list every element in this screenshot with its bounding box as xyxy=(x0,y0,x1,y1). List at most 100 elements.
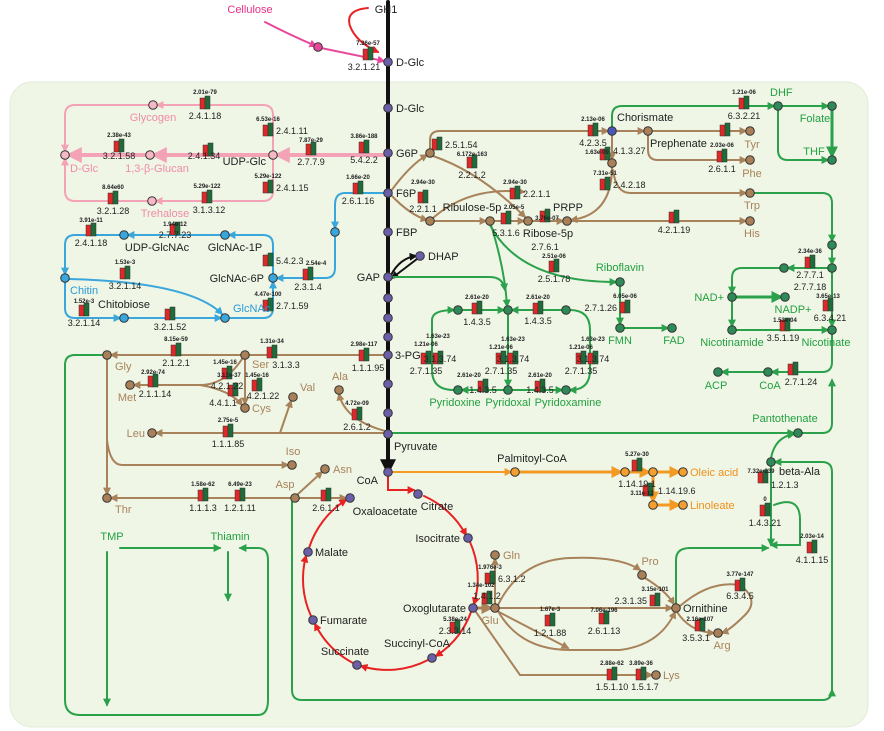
metabolite-node-marker xyxy=(125,380,135,390)
enzyme-bar-left xyxy=(544,614,551,627)
enzyme-p-value: 0 xyxy=(763,497,767,503)
enzyme-p-value: 1.21e-06 xyxy=(414,342,438,348)
enzyme-p-value: 6.172e-163 xyxy=(457,152,488,158)
enzyme-p-value: 2.92e-74 xyxy=(141,370,165,376)
metabolite-label-dglc1: D-Glc xyxy=(396,57,425,69)
enzyme-ec-number: 2.7.1.59 xyxy=(276,301,309,311)
reaction-edge xyxy=(728,267,781,295)
enzyme-bar-left xyxy=(787,363,794,376)
metabolite-label-succinate: Succinate xyxy=(321,646,369,658)
enzyme-1.4.3.21 xyxy=(759,502,771,517)
metabolite-label-pg3: 3-PG xyxy=(395,350,421,362)
enzyme-bar-right xyxy=(603,610,610,625)
metabolite-node-marker xyxy=(827,155,837,165)
reaction-edge xyxy=(314,622,354,664)
metabolite-label-ribose: Ribose-5p xyxy=(523,228,573,240)
enzyme-bar-left xyxy=(532,302,539,315)
enzyme-ec-number: 2.7.1.35 xyxy=(410,366,443,376)
reaction-edge xyxy=(106,439,290,469)
enzyme-2.7.1.24 xyxy=(787,361,799,376)
reaction-edge xyxy=(387,475,416,494)
reaction-edge xyxy=(227,231,274,275)
enzyme-p-value: 8.15e-59 xyxy=(164,337,188,343)
metabolite-label-isocitrate: Isocitrate xyxy=(415,533,460,545)
metabolite-node-marker xyxy=(468,603,478,613)
enzyme-ec-number: 6.3.2.21 xyxy=(728,111,761,121)
enzyme-p-value: 2.94e-30 xyxy=(503,180,527,186)
enzyme-ec-number: 1.14.19.6 xyxy=(658,486,696,496)
metabolite-node-marker xyxy=(352,660,362,670)
enzyme-5.4.2.2 xyxy=(358,139,370,154)
enzyme-ec-number: 6.3.1.2 xyxy=(498,574,526,584)
metabolite-node-marker xyxy=(320,464,330,474)
enzyme-p-value: 2.03e-06 xyxy=(710,143,734,149)
metabolite-label-lys: Lys xyxy=(663,670,680,682)
metabolite-node-marker xyxy=(727,292,737,302)
enzyme-bar-right xyxy=(792,361,799,376)
enzyme-2.3.3.14 xyxy=(449,619,461,634)
enzyme-bar-right xyxy=(239,487,246,502)
metabolite-node-marker xyxy=(268,273,278,283)
metabolite-label-thr: Thr xyxy=(115,504,132,516)
enzyme-bar-right xyxy=(124,265,131,280)
enzyme-3.1.3.74 xyxy=(507,350,519,365)
reaction-edge xyxy=(275,235,336,282)
enzyme-1.5.1.7 xyxy=(635,666,647,681)
metabolite-label-f6p: F6P xyxy=(396,188,416,200)
metabolite-label-gap: GAP xyxy=(357,272,380,284)
enzyme-ec-number: 2.2.1.1 xyxy=(409,204,437,214)
metabolite-label-glucan: 1,3-β-Glucan xyxy=(125,163,189,175)
enzyme-2.6.1.1 xyxy=(716,148,728,163)
metabolite-node-marker xyxy=(827,240,837,250)
reaction-edge xyxy=(291,501,836,701)
metabolite-node-marker xyxy=(288,392,298,402)
reaction-edge xyxy=(497,556,642,606)
enzyme-ec-number: 1.1.1.95 xyxy=(352,363,385,373)
enzyme-p-value: 1.63e-23 xyxy=(581,337,605,343)
enzyme-2.2.1.1 xyxy=(509,185,521,200)
enzyme-bar-left xyxy=(78,304,85,317)
enzyme-p-value: 1.31e-34 xyxy=(260,339,284,345)
enzyme-2.1.2.1 xyxy=(170,342,182,357)
metabolite-label-glycogen: Glycogen xyxy=(130,112,176,124)
enzyme-bar-right xyxy=(267,179,274,194)
metabolite-node-marker xyxy=(102,493,112,503)
reaction-edge xyxy=(611,102,776,128)
metabolite-node-marker xyxy=(119,313,129,323)
enzyme-bar-right xyxy=(256,377,263,392)
reaction-edge xyxy=(647,134,748,164)
metabolite-node-marker xyxy=(148,100,158,110)
reaction-edge xyxy=(61,234,121,276)
metabolite-node-marker xyxy=(643,126,653,136)
enzyme-ec-number: 2.4.1.34 xyxy=(188,151,221,161)
enzyme-bar-left xyxy=(587,124,594,137)
enzyme-p-value: 7.06e-196 xyxy=(590,608,618,614)
metabolite-node-marker xyxy=(745,216,755,226)
metabolite-node-marker xyxy=(827,101,837,111)
metabolite-node-marker xyxy=(383,350,393,360)
enzyme-p-value: 1.63e-23 xyxy=(501,337,525,343)
enzyme-bar-left xyxy=(719,124,726,137)
metabolite-node-marker xyxy=(413,489,423,499)
metabolite-label-cys: Cys xyxy=(252,403,271,415)
enzyme-bar-right xyxy=(476,300,483,315)
metabolite-label-his: His xyxy=(744,228,760,240)
enzyme-bar-left xyxy=(197,489,204,502)
metabolite-node-marker xyxy=(383,293,393,303)
metabolite-label-prpp: PRPP xyxy=(553,202,583,214)
metabolite-label-prephenate: Prephenate xyxy=(650,138,707,150)
enzyme-bar-right xyxy=(307,266,314,281)
reaction-edge xyxy=(155,101,274,152)
metabolite-label-glcnac6p: GlcNAc-6P xyxy=(210,273,264,285)
reaction-edge xyxy=(675,544,770,605)
enzyme-bar-right xyxy=(743,95,750,110)
enzyme-4.2.1.22 xyxy=(221,365,233,380)
enzyme-bar-left xyxy=(164,308,171,321)
metabolite-label-citrate: Citrate xyxy=(421,501,453,513)
enzyme-bar-right xyxy=(604,146,611,161)
enzyme-ec-number: 2.6.1.16 xyxy=(342,196,375,206)
enzyme-2.4.2.18 xyxy=(599,176,611,191)
metabolite-node-marker xyxy=(383,467,393,477)
enzyme-2.7.7.23 xyxy=(169,221,181,236)
enzyme-bar-right xyxy=(367,46,374,61)
